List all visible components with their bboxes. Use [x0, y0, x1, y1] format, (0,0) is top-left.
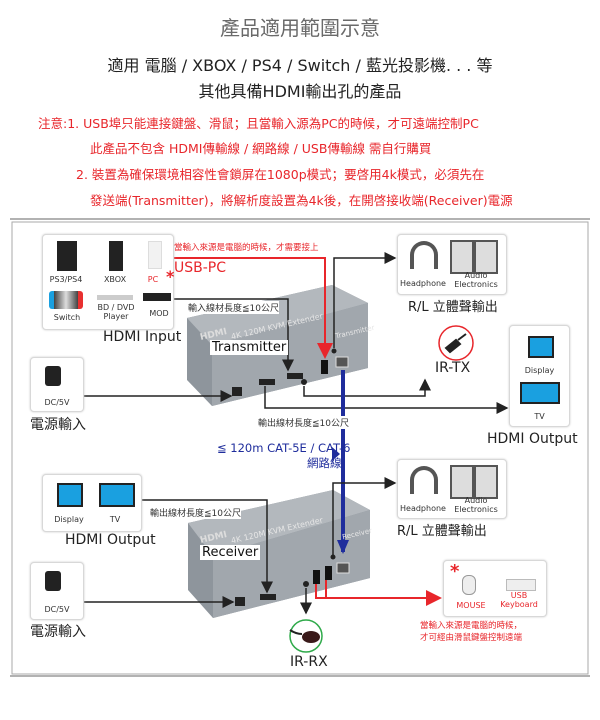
- tx-audio-box: Headphone Audio Electronics: [397, 234, 507, 295]
- tx-power-box: DC/5V: [30, 357, 84, 412]
- display-icon: [57, 483, 83, 507]
- rx-hdmi-output-label: HDMI Output: [65, 532, 156, 548]
- switch-icon: [49, 291, 83, 309]
- rx-power-label: 電源輸入: [30, 624, 86, 640]
- dc5v-label: DC/5V: [44, 605, 70, 614]
- pc-icon: [148, 241, 162, 269]
- speaker-icon: [474, 240, 498, 274]
- ir-rx-label: IR-RX: [290, 654, 328, 670]
- headphone-icon: [410, 466, 438, 494]
- headphone-label: Headphone: [400, 504, 446, 513]
- hdmi-input-label: HDMI Input: [103, 329, 182, 345]
- compat-line-2: 其他具備HDMI輸出孔的產品: [198, 82, 402, 101]
- note-2b: 發送端(Transmitter)，將解析度設置為4k後，在開啓接收端(Recei…: [90, 193, 513, 208]
- display-label: Display: [54, 515, 84, 524]
- display-label: Display: [524, 366, 555, 375]
- receiver-device: [188, 490, 370, 618]
- usb-devices-box: * MOUSE USB Keyboard: [443, 560, 547, 617]
- tx-hdmi-output-label: HDMI Output: [487, 431, 578, 447]
- mouse-label: MOUSE: [456, 601, 486, 610]
- ps4-icon: [57, 241, 77, 271]
- tx-power-label: 電源輸入: [30, 417, 86, 433]
- keyboard-label: USB Keyboard: [500, 591, 538, 609]
- audio-electronics-label: Audio Electronics: [454, 271, 498, 289]
- source-switch: Switch: [53, 313, 81, 322]
- mod-icon: [143, 293, 171, 301]
- xbox-icon: [109, 241, 123, 271]
- usb-pc-note: 當輸入來源是電腦的時候，才需要接上: [174, 243, 319, 253]
- source-xbox: XBOX: [103, 275, 127, 284]
- rx-audio-label: R/L 立體聲輸出: [397, 524, 487, 539]
- network-cable-spec: ≦ 120m CAT-5E / CAT-6: [217, 441, 351, 455]
- bd-player-icon: [97, 295, 133, 300]
- rx-audio-box: Headphone Audio Electronics: [397, 459, 507, 519]
- network-cable-label: 網路線: [307, 456, 342, 470]
- receiver-label: Receiver: [200, 545, 261, 560]
- note-1b: 此產品不包含 HDMI傳輸線 / 網路線 / USB傳輸線 需自行購買: [90, 141, 432, 156]
- page-title: 產品適用範圍示意: [220, 16, 380, 40]
- rx-power-box: DC/5V: [30, 562, 84, 620]
- hdmi-input-sources-box: PS3/PS4 XBOX PC * Switch BD / DVD Player…: [42, 234, 174, 330]
- speaker-icon: [450, 240, 474, 274]
- note-1: 注意:1. USB埠只能連接鍵盤、滑鼠；且當輸入源為PC的時候，才可遠端控制PC: [38, 116, 479, 131]
- note-2: 2. 裝置為確保環境相容性會鎖屏在1080p模式；要啓用4k模式，必須先在: [76, 167, 485, 182]
- usb-note-2: 才可經由滑鼠鍵盤控制遠端: [420, 633, 523, 643]
- source-mod: MOD: [149, 309, 169, 318]
- tx-audio-label: R/L 立體聲輸出: [408, 300, 498, 315]
- power-adapter-icon: [45, 366, 61, 386]
- tv-icon: [520, 382, 560, 404]
- tv-label: TV: [534, 412, 545, 421]
- tx-hdmi-output-box: Display TV: [509, 325, 570, 427]
- source-bd-dvd: BD / DVD Player: [97, 303, 135, 321]
- diagram-frame: [11, 221, 589, 675]
- dc5v-label: DC/5V: [44, 398, 70, 407]
- display-icon: [528, 336, 554, 358]
- audio-electronics-label: Audio Electronics: [454, 496, 498, 514]
- usb-note-1: 當輸入來源是電腦的時候，: [420, 621, 523, 631]
- speaker-icon: [450, 465, 474, 499]
- power-adapter-icon: [45, 571, 61, 591]
- rx-output-cable-note: 輸出線材長度≦10公尺: [150, 506, 241, 519]
- usb-asterisk: *: [450, 561, 460, 582]
- tx-output-cable-note: 輸出線材長度≦10公尺: [258, 416, 349, 429]
- transmitter-label: Transmitter: [210, 340, 289, 355]
- speaker-icon: [474, 465, 498, 499]
- mouse-icon: [462, 575, 476, 595]
- tv-label: TV: [109, 515, 121, 524]
- rx-hdmi-output-box: Display TV: [42, 474, 142, 532]
- headphone-label: Headphone: [400, 279, 446, 288]
- pc-asterisk: *: [166, 267, 175, 286]
- ir-tx-label: IR-TX: [435, 360, 471, 376]
- usb-pc-label: USB-PC: [174, 260, 227, 276]
- keyboard-icon: [506, 579, 536, 591]
- compat-line-1: 適用 電腦 / XBOX / PS4 / Switch / 藍光投影機. . .…: [107, 56, 493, 75]
- source-ps3-ps4: PS3/PS4: [49, 275, 83, 284]
- headphone-icon: [410, 241, 438, 269]
- tv-icon: [99, 483, 135, 507]
- source-pc: PC: [147, 275, 159, 284]
- input-cable-note: 輸入線材長度≦10公尺: [188, 301, 279, 314]
